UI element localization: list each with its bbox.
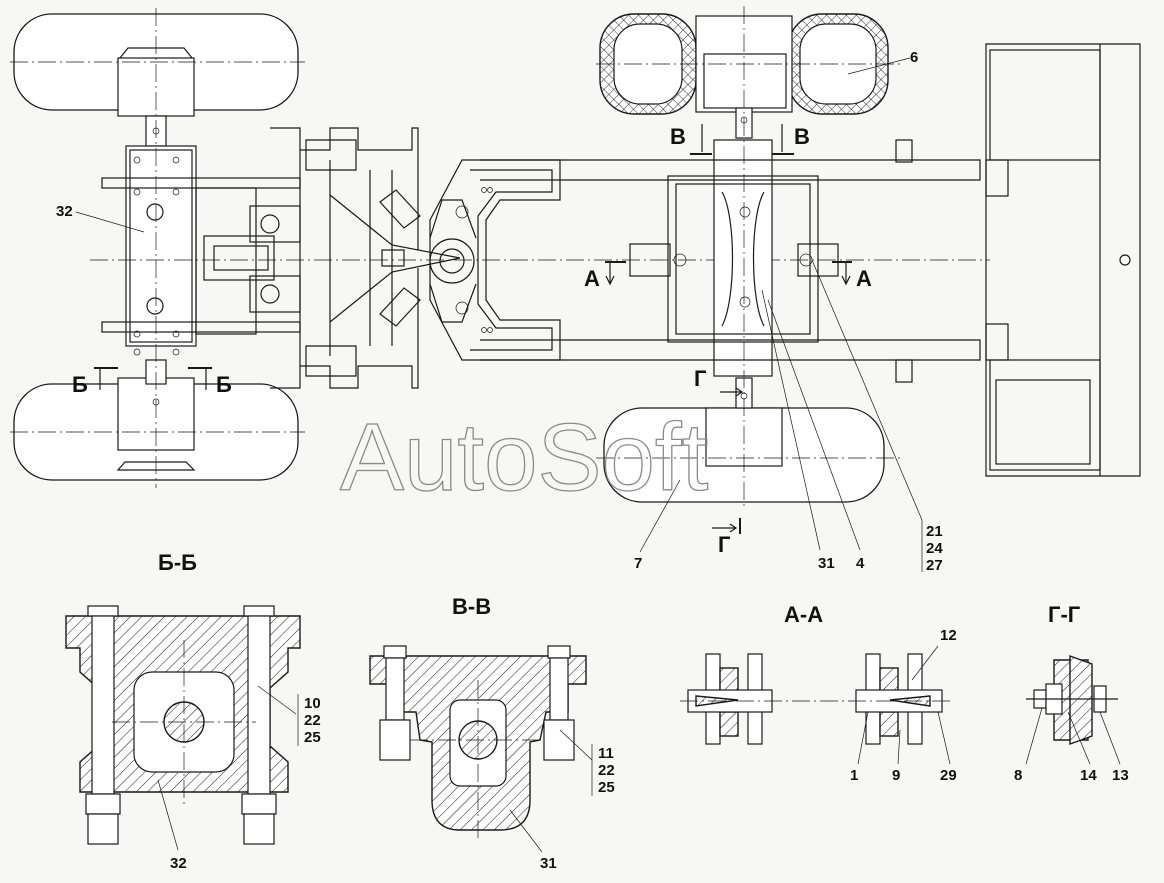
callout-aa-1: 1 xyxy=(850,767,858,784)
section-title-vv: В-В xyxy=(452,594,491,619)
cut-mark-v-right: В xyxy=(794,124,810,149)
section-title-bb: Б-Б xyxy=(158,550,197,575)
cut-mark-g-bottom: Г xyxy=(718,532,731,557)
callout-aa-9: 9 xyxy=(892,767,900,784)
callout-bb-22: 22 xyxy=(304,712,321,729)
left-axle-assembly xyxy=(10,8,305,488)
cut-mark-v-left: В xyxy=(670,124,686,149)
watermark-text: AutoSoft xyxy=(340,404,708,511)
callout-vv-11: 11 xyxy=(598,745,614,762)
cut-mark-b-right: Б xyxy=(216,372,232,397)
callout-gg-14: 14 xyxy=(1080,767,1097,784)
section-title-aa: А-А xyxy=(784,602,823,627)
callout-gg-8: 8 xyxy=(1014,767,1022,784)
callout-7: 7 xyxy=(634,555,642,572)
section-cut-markers xyxy=(94,124,852,534)
callout-32: 32 xyxy=(56,203,73,220)
callout-27: 27 xyxy=(926,557,943,574)
callout-gg-13: 13 xyxy=(1112,767,1129,784)
callout-aa-29: 29 xyxy=(940,767,957,784)
cut-mark-a-left: А xyxy=(584,266,600,291)
callout-4: 4 xyxy=(856,555,865,572)
callout-bb-32: 32 xyxy=(170,855,187,872)
section-vv-drawing xyxy=(369,645,593,853)
callout-bb-25: 25 xyxy=(304,729,321,746)
section-title-gg: Г-Г xyxy=(1048,602,1081,627)
callout-24: 24 xyxy=(926,540,943,557)
callout-vv-31: 31 xyxy=(540,855,557,872)
section-bb-drawing xyxy=(65,605,301,851)
leader-lines xyxy=(75,57,923,572)
front-axle-assembly xyxy=(480,6,1141,510)
callout-6: 6 xyxy=(910,49,918,66)
cut-mark-g-top: Г xyxy=(694,366,707,391)
callout-21: 21 xyxy=(926,523,943,540)
callout-aa-12: 12 xyxy=(940,627,957,644)
cut-mark-a-right: А xyxy=(856,266,872,291)
callout-vv-25: 25 xyxy=(598,779,615,796)
callout-31: 31 xyxy=(818,555,835,572)
callout-vv-22: 22 xyxy=(598,762,615,779)
center-frame xyxy=(90,127,990,389)
cut-mark-b-left: Б xyxy=(72,372,88,397)
section-aa-drawing xyxy=(680,645,952,765)
section-gg-drawing xyxy=(1025,655,1121,765)
callout-bb-10: 10 xyxy=(304,695,321,712)
